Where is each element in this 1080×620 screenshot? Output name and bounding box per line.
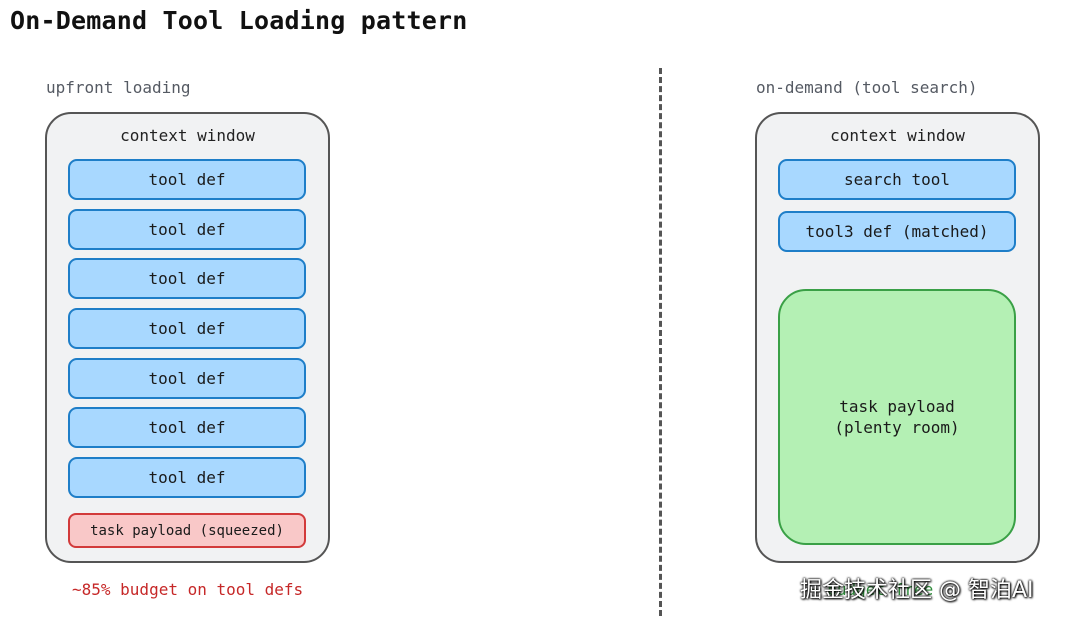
tool-def-box: tool def xyxy=(68,258,306,299)
payload-line-1: task payload xyxy=(839,397,955,416)
tool-def-box: tool def xyxy=(68,358,306,399)
matched-tool-box: tool3 def (matched) xyxy=(778,211,1016,252)
tool-def-box: tool def xyxy=(68,457,306,498)
upfront-budget-caption: ~85% budget on tool defs xyxy=(72,580,304,599)
tool-def-box: tool def xyxy=(68,159,306,200)
search-tool-box: search tool xyxy=(778,159,1016,200)
on-demand-label: on-demand (tool search) xyxy=(756,78,978,97)
tool-def-box: tool def xyxy=(68,407,306,448)
section-divider xyxy=(659,68,662,616)
diagram-title: On-Demand Tool Loading pattern xyxy=(10,6,468,35)
tool-def-box: tool def xyxy=(68,209,306,250)
context-window-label: context window xyxy=(120,126,255,145)
upfront-loading-label: upfront loading xyxy=(46,78,191,97)
tool-def-box: tool def xyxy=(68,308,306,349)
squeezed-payload-box: task payload (squeezed) xyxy=(68,513,306,548)
on-demand-budget-caption: ~ budget free xyxy=(808,580,934,599)
context-window-label: context window xyxy=(830,126,965,145)
watermark: 掘金技术社区 @ 智泊AI xyxy=(800,578,1034,603)
payload-line-2: (plenty room) xyxy=(834,418,960,437)
plenty-room-payload-box: task payload (plenty room) xyxy=(778,289,1016,545)
